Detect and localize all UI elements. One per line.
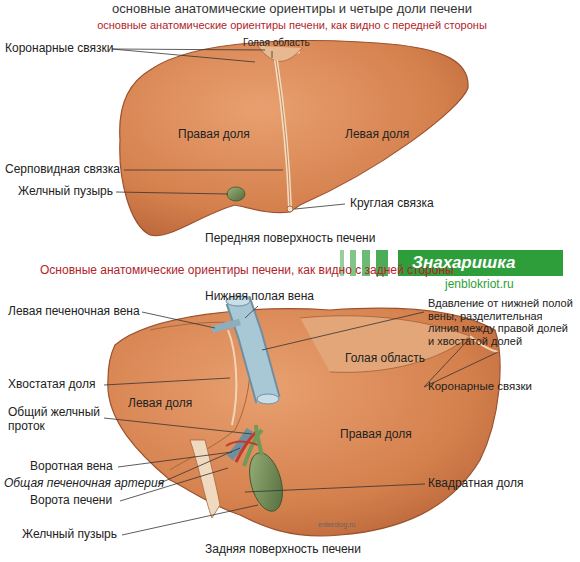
part-label: Ворота печени (30, 494, 112, 508)
view-caption: Передняя поверхность печени (205, 232, 375, 246)
part-label: Серповидная связка (5, 163, 120, 177)
part-label: Голая область (345, 352, 425, 366)
part-label: Левая доля (128, 397, 192, 411)
part-label: Коронарные связки (5, 42, 113, 56)
part-label: Квадратная доля (428, 477, 524, 491)
subtitle: основные анатомические ориентиры печени,… (2, 19, 580, 32)
diagram-title: основные анатомические ориентиры и четыр… (2, 2, 580, 17)
watermark: Знахаришка (412, 253, 516, 273)
part-label: Левая печеночная вена (8, 305, 140, 319)
view-caption: Задняя поверхность печени (205, 543, 361, 557)
part-label: Правая доля (340, 428, 412, 442)
part-label: Левая доля (345, 128, 409, 142)
watermark: enterolog.ru (318, 521, 355, 529)
part-label: Желчный пузырь (18, 185, 113, 199)
part-label: Круглая связка (350, 197, 434, 211)
part-label: Нижняя полая вена (205, 290, 314, 304)
part-label: Вдавление от нижней полой вены, разделит… (428, 297, 576, 348)
part-label: Правая доля (178, 128, 250, 142)
part-label: Общая печеночная артерия (4, 477, 164, 491)
part-label: Голая область (243, 37, 310, 49)
watermark: jenblokriot.ru (445, 278, 514, 292)
subtitle: Основные анатомические ориентиры печени,… (40, 264, 454, 278)
part-label: Воротная вена (30, 460, 113, 474)
part-label: Хвостатая доля (8, 378, 95, 392)
part-label: Коронарные связки (428, 380, 532, 393)
part-label: Общий желчный проток (8, 406, 108, 434)
part-label: Желчный пузырь (22, 528, 117, 542)
